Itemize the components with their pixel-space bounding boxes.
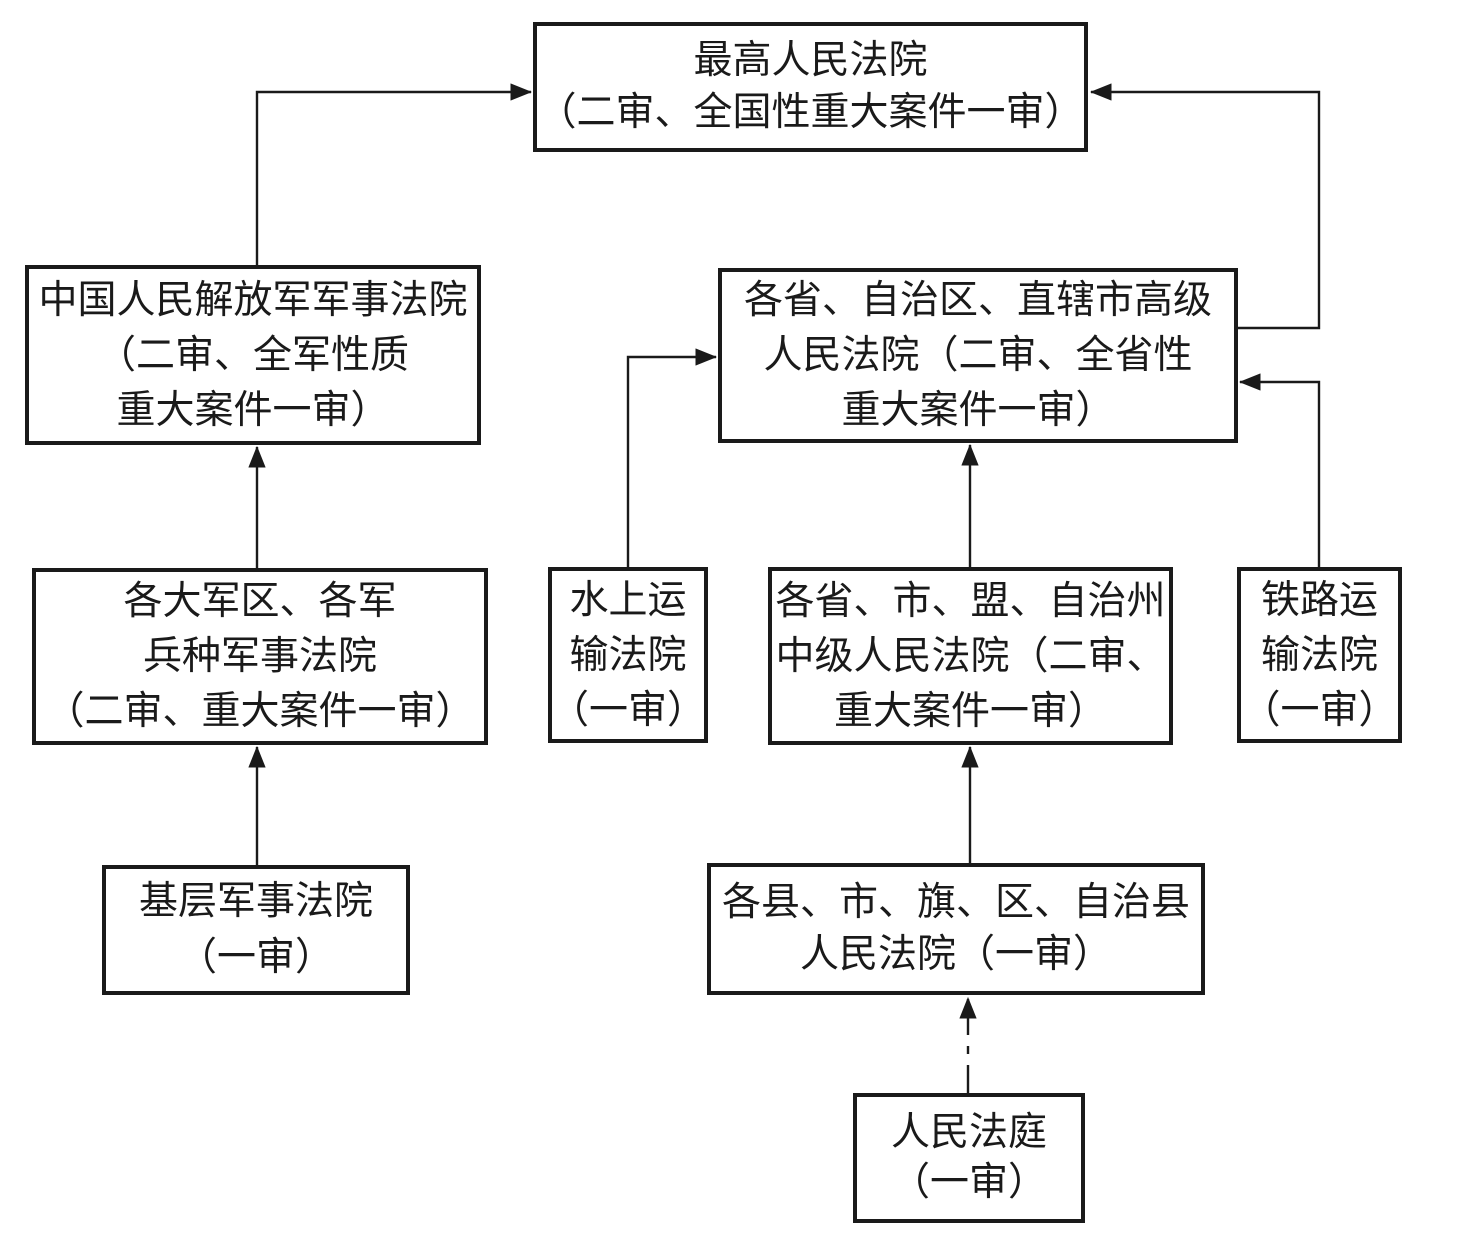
box-basic-peoples-courts: 各县、市、旗、区、自治县 人民法院（一审） xyxy=(707,863,1205,995)
regional-military-courts-name-1: 各大军区、各军 xyxy=(123,580,397,623)
railway-transport-court-name-2: 输法院 xyxy=(1260,633,1378,677)
railway-transport-court-jurisdiction: （一审） xyxy=(1241,688,1398,732)
water-transport-court-name-1: 水上运 xyxy=(569,578,687,622)
water-transport-court-name-2: 输法院 xyxy=(569,633,687,677)
intermediate-courts-jurisdiction: 重大案件一审） xyxy=(833,689,1107,733)
box-regional-military-courts: 各大军区、各军 兵种军事法院 （二审、重大案件一审） xyxy=(32,568,488,745)
pla-military-court-jurisdiction-1: （二审、全军性质 xyxy=(96,333,409,377)
arrow-higher-to-supreme xyxy=(1089,83,1321,330)
box-intermediate-peoples-courts: 各省、市、盟、自治州 中级人民法院（二审、 重大案件一审） xyxy=(768,567,1173,745)
water-transport-court-jurisdiction: （一审） xyxy=(550,688,707,732)
peoples-tribunals-name: 人民法庭 xyxy=(890,1111,1047,1154)
basic-military-courts-jurisdiction: （一审） xyxy=(177,936,334,979)
arrow-water-to-higher xyxy=(626,348,718,569)
basic-courts-name-1: 各县、市、旗、区、自治县 xyxy=(721,881,1190,924)
box-railway-transport-court: 铁路运 输法院 （一审） xyxy=(1237,567,1402,743)
basic-military-courts-name: 基层军事法院 xyxy=(138,880,373,923)
supreme-court-jurisdiction: （二审、全国性重大案件一审） xyxy=(537,91,1084,134)
higher-courts-jurisdiction: 重大案件一审） xyxy=(841,389,1115,432)
box-water-transport-court: 水上运 输法院 （一审） xyxy=(548,567,708,743)
box-supreme-peoples-court: 最高人民法院 （二审、全国性重大案件一审） xyxy=(533,22,1088,152)
supreme-court-name: 最高人民法院 xyxy=(693,39,928,82)
intermediate-courts-name-1: 各省、市、盟、自治州 xyxy=(775,579,1166,623)
arrow-pla-to-supreme xyxy=(255,83,533,267)
pla-military-court-jurisdiction-2: 重大案件一审） xyxy=(116,388,390,432)
arrow-railway-to-higher xyxy=(1238,373,1321,569)
railway-transport-court-name-1: 铁路运 xyxy=(1260,578,1378,622)
peoples-tribunals-jurisdiction: （一审） xyxy=(890,1161,1047,1204)
regional-military-courts-jurisdiction: （二审、重大案件一审） xyxy=(45,690,475,733)
basic-courts-name-2: 人民法院（一审） xyxy=(799,933,1112,976)
box-higher-peoples-courts: 各省、自治区、直辖市高级 人民法院（二审、全省性 重大案件一审） xyxy=(718,268,1238,443)
box-pla-military-court: 中国人民解放军军事法院 （二审、全军性质 重大案件一审） xyxy=(25,265,481,445)
box-basic-military-courts: 基层军事法院 （一审） xyxy=(102,865,410,995)
regional-military-courts-name-2: 兵种军事法院 xyxy=(142,635,377,678)
box-peoples-tribunals: 人民法庭 （一审） xyxy=(853,1093,1085,1223)
pla-military-court-name: 中国人民解放军军事法院 xyxy=(38,278,468,322)
higher-courts-name-1: 各省、自治区、直辖市高级 xyxy=(743,279,1212,322)
higher-courts-name-2: 人民法院（二审、全省性 xyxy=(763,334,1193,377)
intermediate-courts-name-2: 中级人民法院（二审、 xyxy=(775,634,1166,678)
